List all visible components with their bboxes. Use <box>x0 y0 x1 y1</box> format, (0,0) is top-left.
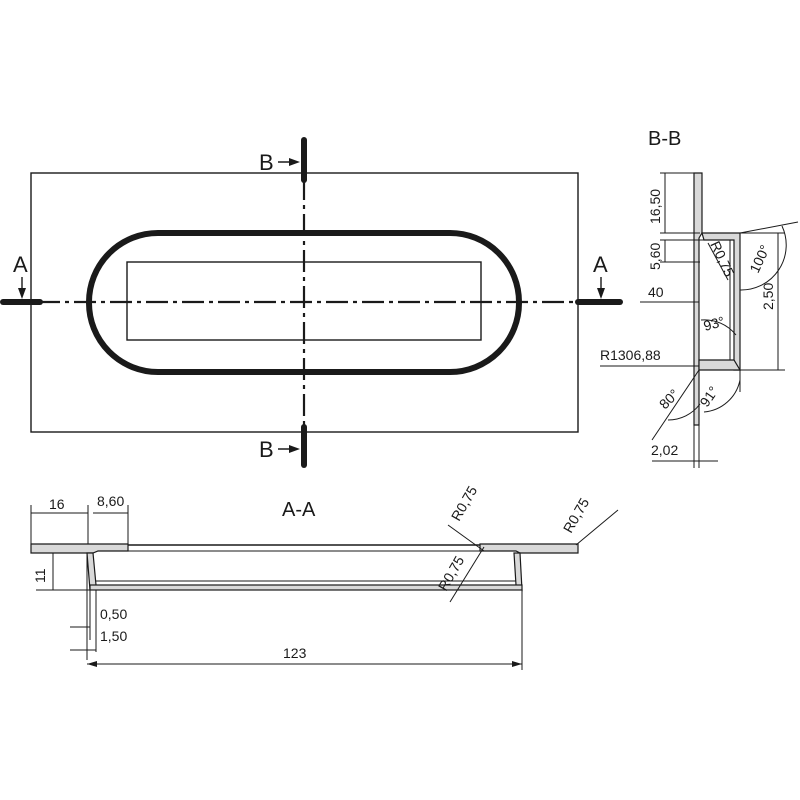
bb-dim-40-label: 2,50 <box>760 283 776 310</box>
bb-r075-label: R0,75 <box>707 239 737 280</box>
section-bb-view: B-B 16,50 5,60 R0,75 100° 2,50 40 <box>600 128 799 468</box>
bb-r075-leader <box>707 242 729 281</box>
section-b-top-label: B <box>259 150 274 175</box>
bb-dim-560-label: 5,60 <box>647 243 663 270</box>
bb-angle-80-arc <box>667 403 701 421</box>
bb-angle-100-label: 100° <box>746 242 773 275</box>
aa-r075-leader-2 <box>575 509 619 546</box>
section-a-left-label: A <box>13 252 28 277</box>
aa-r075-leader-3 <box>449 546 485 603</box>
bb-bottom <box>698 359 742 371</box>
section-b-bottom-arrowhead <box>289 445 300 453</box>
bb-dim-1650-label: 16,50 <box>647 189 663 224</box>
bb-angle-100-arc <box>739 225 787 291</box>
bb-angle-91-arc <box>703 379 741 413</box>
bb-dim-250-label: 40 <box>648 284 664 300</box>
aa-dim-860-label: 8,60 <box>97 493 124 509</box>
aa-right-flange <box>479 543 579 554</box>
aa-dim-11-label: 11 <box>32 568 48 583</box>
aa-r075-label-1: R0,75 <box>448 483 481 524</box>
section-aa-title: A-A <box>282 499 316 521</box>
aa-r075-label-2: R0,75 <box>560 495 593 536</box>
section-bb-title: B-B <box>648 128 681 150</box>
bb-angle-93-arc <box>700 319 737 336</box>
section-a-right-arrowhead <box>597 288 605 299</box>
aa-dim-123-label: 123 <box>283 645 307 661</box>
bb-angle-91-label: 91° <box>696 383 721 410</box>
aa-dim-050-label: 0,50 <box>100 606 127 622</box>
bb-angle-80-label: 80° <box>656 386 682 412</box>
aa-dim-16-label: 16 <box>49 496 65 512</box>
section-a-right-label: A <box>593 252 608 277</box>
bb-dim-202-label: 2,02 <box>651 442 678 458</box>
bb-plate <box>693 172 703 426</box>
bb-angle-ray-left <box>651 369 700 441</box>
aa-dim-123-arrow-left <box>87 661 97 667</box>
bb-angle-93-label: 93° <box>702 313 727 334</box>
bb-r130688-label: R1306,88 <box>600 347 661 363</box>
section-aa-view: A-A 16 8,60 11 0,50 1,50 <box>30 483 619 670</box>
section-b-top-arrowhead <box>289 158 300 166</box>
aa-left-flange <box>30 543 129 554</box>
aa-dim-123-arrow-right <box>512 661 522 667</box>
aa-r075-leader-1 <box>447 524 485 552</box>
section-a-left-arrowhead <box>18 288 26 299</box>
section-b-bottom-label: B <box>259 437 274 462</box>
aa-pocket-bottom <box>89 584 523 591</box>
aa-dim-150-label: 1,50 <box>100 628 127 644</box>
bb-angle-100-ray <box>739 221 799 234</box>
top-view: A A B B <box>0 137 623 468</box>
